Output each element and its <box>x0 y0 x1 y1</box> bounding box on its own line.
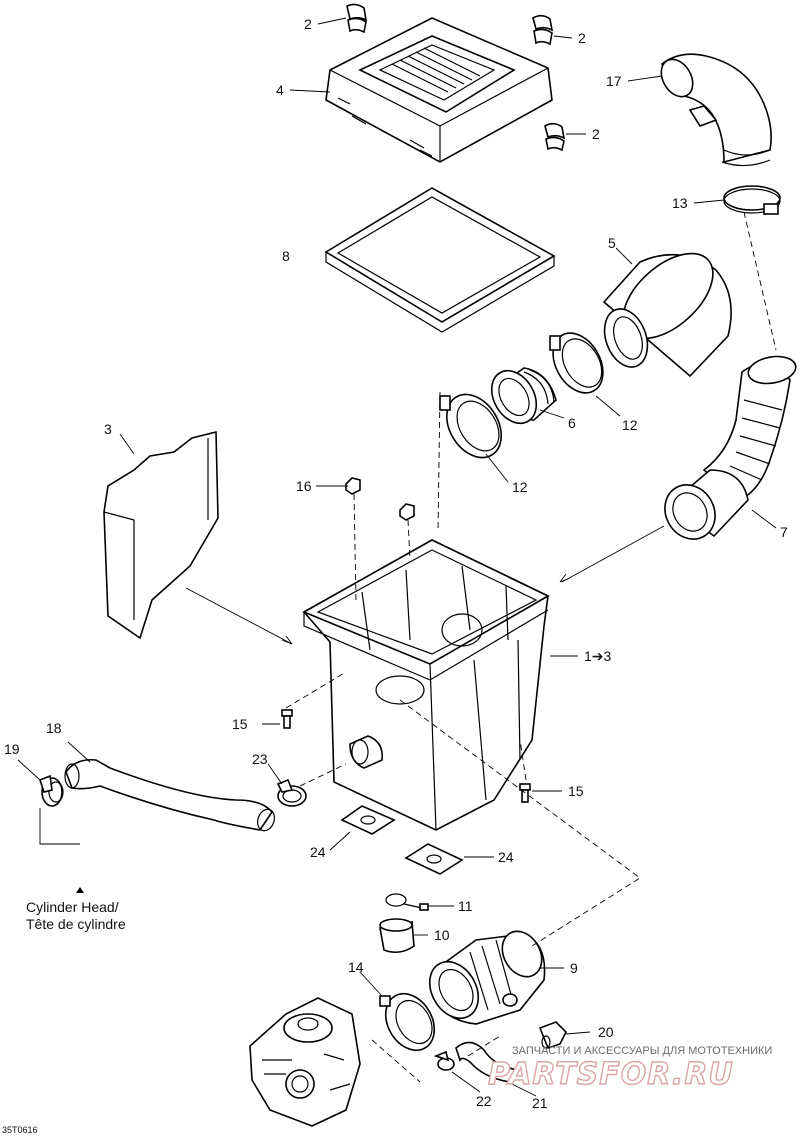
callout-9: 9 <box>570 960 578 976</box>
callout-12-upper: 12 <box>622 417 638 433</box>
callout-2-right: 2 <box>592 126 600 142</box>
callout-15-left: 15 <box>232 716 248 732</box>
callout-2-top-right: 2 <box>578 30 586 46</box>
callout-24-upper: 24 <box>310 844 326 860</box>
watermark-tagline: ЗАПЧАСТИ И АКСЕССУАРЫ ДЛЯ МОТОТЕХНИКИ <box>512 1045 772 1057</box>
pad-part-24-lower[interactable] <box>404 843 464 875</box>
clamp-part-22[interactable] <box>433 1050 455 1071</box>
callout-11: 11 <box>458 898 473 914</box>
callout-12-lower: 12 <box>512 479 528 495</box>
callout-1-to-3: 1➔3 <box>584 648 612 664</box>
airbox-body-part-1-3[interactable] <box>302 539 550 831</box>
watermark: ЗАПЧАСТИ И АКСЕССУАРЫ ДЛЯ МОТОТЕХНИКИ PA… <box>487 1045 772 1093</box>
callout-14: 14 <box>348 959 364 975</box>
callout-3: 3 <box>104 421 112 437</box>
clamp-part-13[interactable] <box>723 185 781 215</box>
callout-20: 20 <box>598 1024 614 1040</box>
callout-16: 16 <box>296 478 312 494</box>
air-filter-part-5[interactable] <box>597 238 732 378</box>
adaptor-sleeve-part-6[interactable] <box>483 363 557 431</box>
callout-21: 21 <box>532 1095 548 1111</box>
drawing-code: 35T0616 <box>2 1125 38 1135</box>
cylinder-head-note: Cylinder Head/ Tête de cylindre <box>26 887 126 932</box>
callout-6: 6 <box>568 415 576 431</box>
callout-17: 17 <box>606 73 622 89</box>
callout-labels: 2 2 4 17 2 13 8 5 12 6 3 12 16 7 1➔3 15 … <box>4 16 788 1111</box>
callout-23: 23 <box>252 751 268 767</box>
clip-part-2-top-right[interactable] <box>532 14 554 46</box>
callout-19: 19 <box>4 741 20 757</box>
bolt-part-15-left[interactable] <box>281 709 293 729</box>
pad-part-24-upper[interactable] <box>340 805 396 835</box>
watermark-brand: PARTSFOR.RU <box>488 1057 734 1092</box>
nut-part-16[interactable] <box>345 477 415 521</box>
clip-part-2-top-left[interactable] <box>346 3 368 34</box>
clamp-part-23[interactable] <box>276 778 307 807</box>
vent-hose-part-21[interactable] <box>455 1041 520 1083</box>
shield-part-3[interactable] <box>103 430 219 640</box>
intake-hose-part-7[interactable] <box>655 353 798 548</box>
clamp-part-12-upper[interactable] <box>543 324 613 401</box>
callout-13: 13 <box>672 195 688 211</box>
air-duct-elbow-part-17[interactable] <box>655 53 772 167</box>
fitting-part-20[interactable] <box>538 1021 567 1049</box>
drain-hose-part-18[interactable] <box>64 758 277 833</box>
callout-10: 10 <box>434 927 450 943</box>
carburetor-assembly[interactable] <box>249 997 361 1127</box>
adaptor-part-9[interactable] <box>420 924 550 1027</box>
clip-part-2-right[interactable] <box>544 122 566 152</box>
leader-lines <box>17 17 777 1097</box>
callout-7: 7 <box>780 524 788 540</box>
callout-15-right: 15 <box>568 783 584 799</box>
callout-22: 22 <box>476 1093 492 1109</box>
plug-part-10[interactable] <box>379 918 415 954</box>
callout-8: 8 <box>282 248 290 264</box>
note-line-1: Cylinder Head/ <box>26 899 119 915</box>
callout-24-lower: 24 <box>498 849 514 865</box>
arrow-down-icon <box>76 887 84 893</box>
gasket-part-8[interactable] <box>324 187 556 333</box>
note-line-2: Tête de cylindre <box>26 916 126 932</box>
callout-4: 4 <box>276 82 284 98</box>
callout-2-top-left: 2 <box>304 16 312 32</box>
spring-clip-part-11[interactable] <box>385 893 429 911</box>
bolt-part-15-right[interactable] <box>519 783 531 803</box>
clamp-part-14[interactable] <box>376 985 444 1059</box>
callout-18: 18 <box>46 720 62 736</box>
clamp-part-19[interactable] <box>39 774 64 807</box>
airbox-cover-part-4[interactable] <box>325 17 553 163</box>
callout-5: 5 <box>608 235 616 251</box>
clamp-part-12-lower[interactable] <box>436 384 513 467</box>
